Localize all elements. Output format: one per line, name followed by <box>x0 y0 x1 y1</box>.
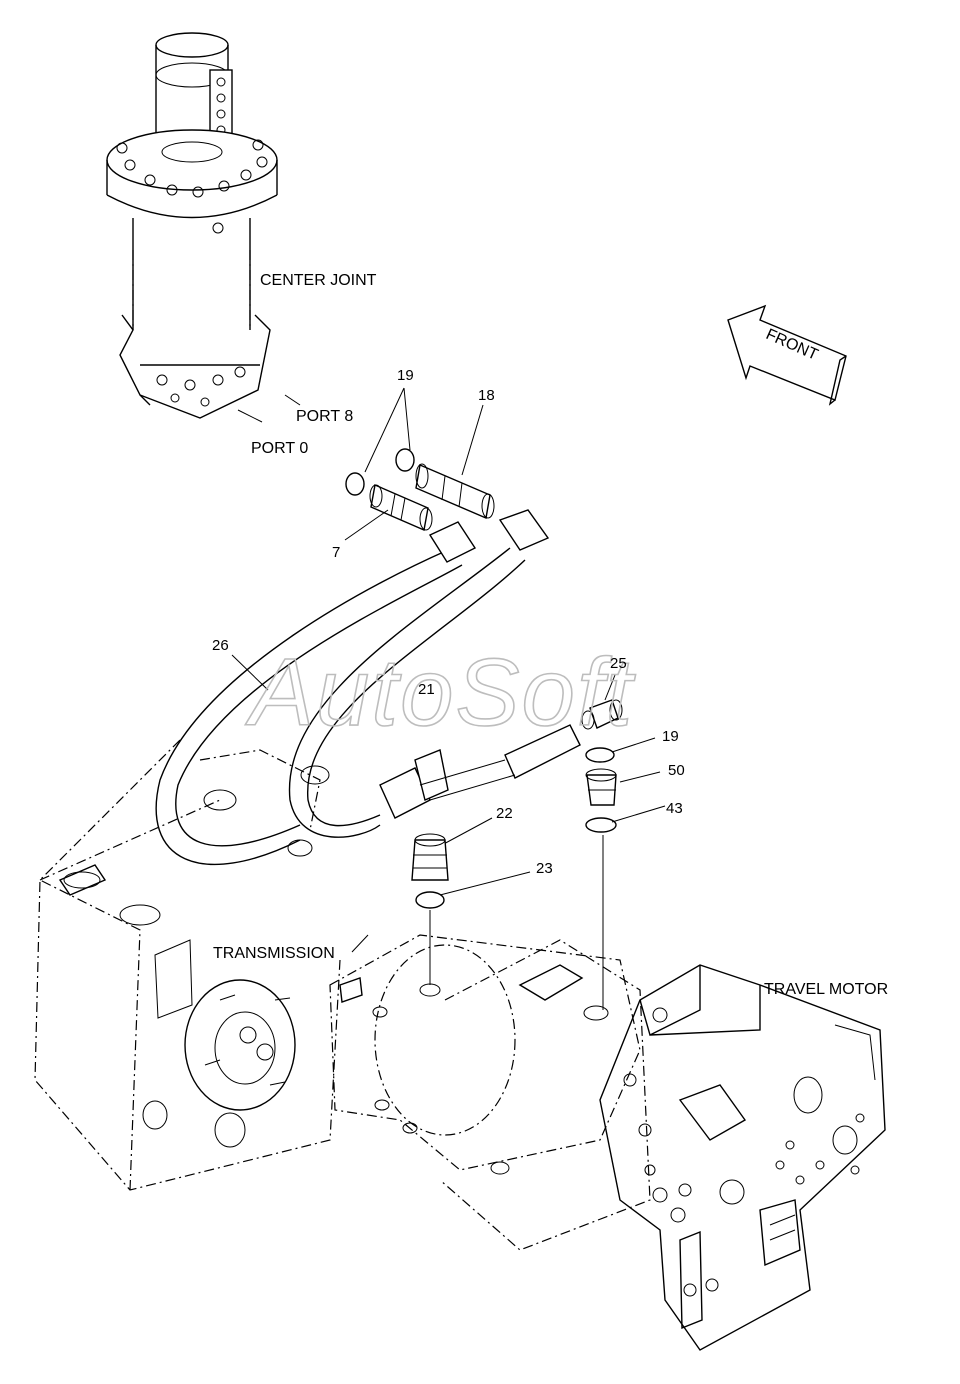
callout-26: 26 <box>212 637 229 654</box>
callout-19-right: 19 <box>662 728 679 745</box>
label-port-0: PORT 0 <box>251 440 308 457</box>
hoses-drawing <box>155 509 581 866</box>
port8-leader <box>284 394 301 406</box>
callout-43: 43 <box>666 800 683 817</box>
center-joint-drawing <box>106 32 278 419</box>
callout-19-top: 19 <box>397 367 414 384</box>
callout-22: 22 <box>496 805 513 822</box>
fittings-drawing <box>345 448 495 531</box>
label-port-8: PORT 8 <box>296 408 353 425</box>
callout-18: 18 <box>478 387 495 404</box>
callout-50: 50 <box>668 762 685 779</box>
transmission-leader <box>351 934 369 953</box>
transmission-drawing <box>34 739 341 1191</box>
callout-21: 21 <box>418 681 435 698</box>
callout-23: 23 <box>536 860 553 877</box>
callout-25: 25 <box>610 655 627 672</box>
watermark-text: AutoSoft <box>245 639 636 746</box>
label-travel-motor: TRAVEL MOTOR <box>764 981 888 998</box>
front-arrow-icon <box>727 304 847 406</box>
label-front: FRONT <box>763 326 820 364</box>
motor-fittings-drawing <box>411 699 623 1010</box>
callout-7: 7 <box>332 544 340 561</box>
port0-leader <box>237 409 263 423</box>
label-transmission: TRANSMISSION <box>213 945 335 962</box>
label-center-joint: CENTER JOINT <box>260 272 377 289</box>
travel-motor-drawing <box>329 934 886 1351</box>
